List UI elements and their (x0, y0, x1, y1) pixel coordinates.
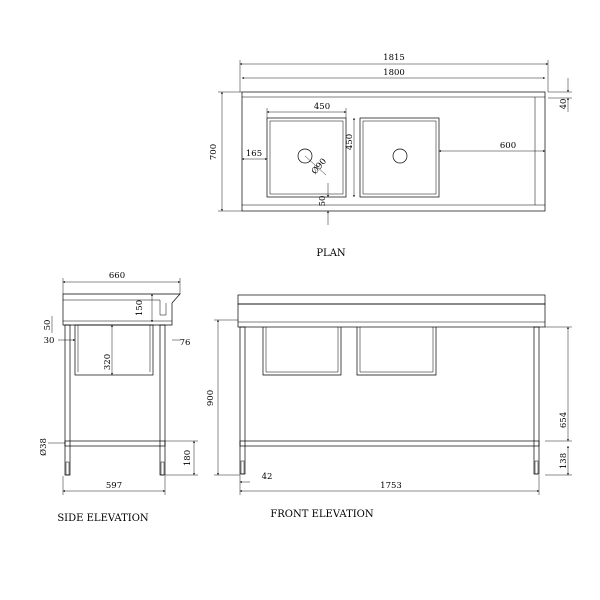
front-benchtop (237, 303, 546, 328)
front-dim-900: 900 (206, 390, 216, 406)
side-elevation: 660 150 50 30 76 320 Ø38 180 597 SIDE EL… (38, 271, 198, 524)
side-leg-front (159, 324, 166, 476)
plan-left-bowl (266, 117, 347, 198)
plan-bench-outline (241, 91, 546, 212)
front-dim-1753: 1753 (380, 481, 402, 491)
front-leg-right (533, 326, 540, 475)
plan-dim-700: 700 (209, 144, 219, 160)
front-splashback (237, 294, 546, 305)
plan-right-bowl (359, 117, 440, 198)
front-dim-138: 138 (559, 453, 569, 469)
front-crossbar (239, 440, 540, 447)
side-dim-30: 30 (44, 336, 55, 346)
plan-dim-1800: 1800 (383, 68, 405, 78)
side-bowl (74, 324, 154, 376)
side-dim-660: 660 (109, 271, 125, 281)
side-dim-76: 76 (180, 338, 191, 348)
plan-dim-600: 600 (500, 141, 516, 151)
front-dim-42: 42 (262, 472, 273, 482)
plan-dim-bowl-depth: 450 (345, 134, 355, 150)
front-elevation: 900 654 138 42 1753 FRONT ELEVATION (206, 294, 572, 520)
side-crossbar (64, 440, 166, 447)
front-title: FRONT ELEVATION (270, 509, 374, 520)
front-right-bowl (356, 327, 437, 376)
front-leg-left (239, 326, 246, 475)
side-title: SIDE ELEVATION (57, 513, 149, 524)
side-bench-profile (62, 293, 181, 326)
side-dim-180: 180 (183, 450, 193, 466)
plan-dim-165: 165 (246, 149, 262, 159)
side-dim-597: 597 (106, 481, 122, 491)
side-dim-leg-diameter: Ø38 (38, 438, 49, 456)
front-dim-654: 654 (559, 412, 569, 428)
plan-dim-bowl-width: 450 (314, 102, 330, 112)
plan-right-drain (392, 148, 408, 164)
side-dim-150: 150 (135, 300, 145, 316)
front-left-bowl (262, 327, 342, 376)
plan-title: PLAN (316, 248, 346, 259)
side-dim-320: 320 (103, 354, 113, 370)
plan-left-drain (297, 148, 313, 164)
plan-dim-1815: 1815 (383, 53, 405, 63)
plan-view: 1815 1800 40 700 450 450 165 Ø90 50 (209, 53, 572, 259)
side-leg-rear (64, 324, 71, 476)
plan-dim-drain: Ø90 (309, 156, 329, 177)
side-dim-50: 50 (43, 320, 53, 331)
plan-dim-50: 50 (318, 196, 328, 207)
plan-dim-40: 40 (559, 99, 569, 110)
